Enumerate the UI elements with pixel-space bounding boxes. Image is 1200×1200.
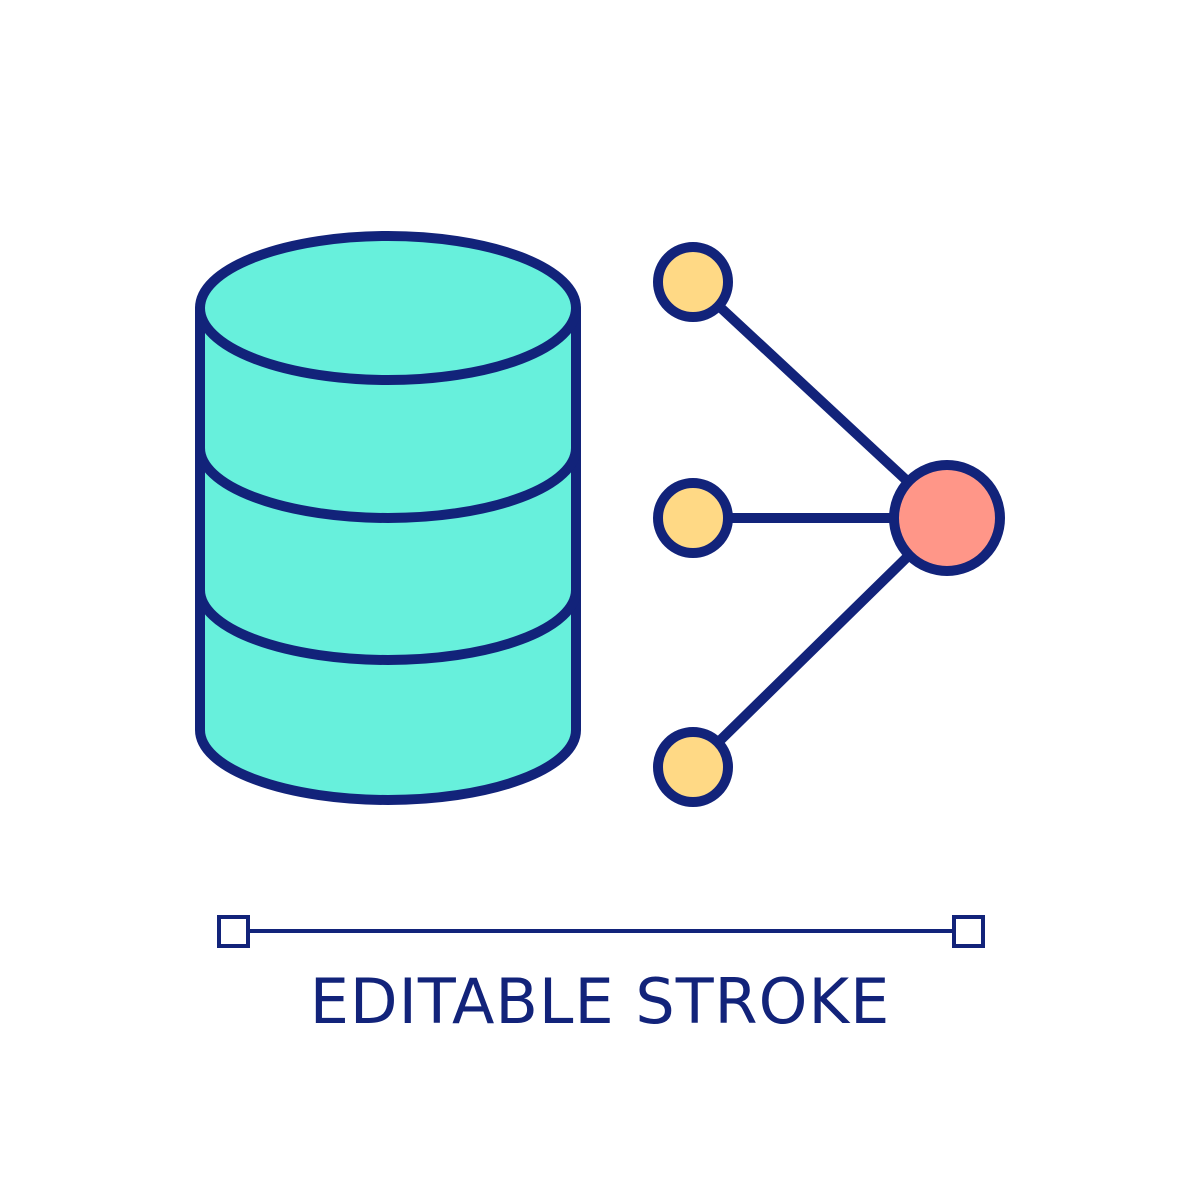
stroke-path-icon	[217, 915, 985, 948]
target-node	[889, 460, 1005, 576]
share-network-icon	[653, 242, 1005, 807]
network-link-bottom	[689, 514, 951, 771]
database-body	[195, 303, 581, 805]
database-divider-2	[195, 589, 581, 665]
database-divider-1	[195, 447, 581, 523]
editable-stroke-caption: EDITABLE STROKE	[309, 965, 891, 1038]
stroke-handle-right	[952, 915, 985, 948]
stroke-handle-left	[217, 915, 250, 948]
source-node-top	[653, 242, 733, 322]
source-node-bottom	[653, 727, 733, 807]
source-node-middle	[653, 478, 733, 558]
database-top	[195, 231, 581, 385]
database-cylinder-icon	[195, 231, 581, 805]
